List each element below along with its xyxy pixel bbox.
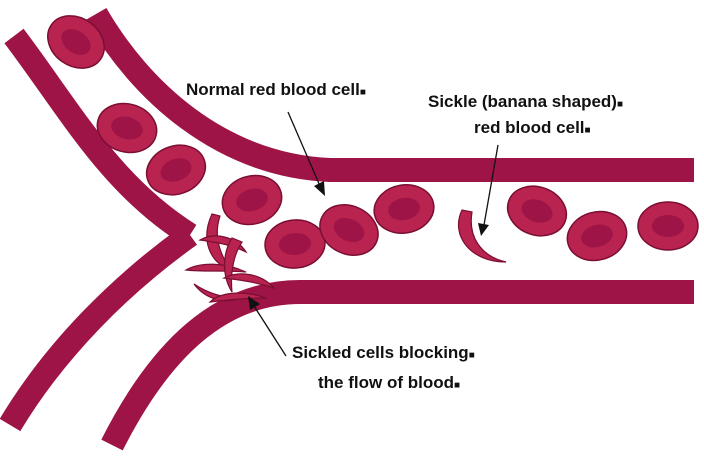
label-normal-red-blood-cell: Normal red blood cell■: [186, 80, 366, 99]
label-sickle-cell-line2: red blood cell■: [474, 118, 591, 137]
vessel-wall-lower-inner: [112, 292, 694, 445]
red-blood-cells: [38, 5, 698, 270]
label-sickled-blocking-line1: Sickled cells blocking■: [292, 343, 475, 362]
label-sickled-blocking-line2: the flow of blood■: [318, 373, 460, 392]
sickled-cell: [225, 238, 243, 292]
arrow-to-sickle-cell: [484, 145, 498, 225]
arrow-to-sickle-cell-head: [478, 223, 489, 236]
sickle-cell: [459, 210, 506, 262]
label-sickle-cell-line1: Sickle (banana shaped)■: [428, 92, 623, 111]
arrow-to-sickled-cluster: [254, 306, 286, 356]
sickled-cell: [186, 264, 246, 272]
arrow-to-normal-cell-head: [314, 181, 325, 196]
normal-red-blood-cell: [638, 202, 698, 250]
normal-red-blood-cell: [217, 169, 287, 231]
normal-red-blood-cell: [263, 217, 327, 270]
vessel-wall-lower-outer: [10, 235, 190, 425]
normal-red-blood-cell: [501, 178, 574, 244]
normal-red-blood-cell: [370, 180, 437, 238]
normal-red-blood-cell: [562, 205, 632, 267]
